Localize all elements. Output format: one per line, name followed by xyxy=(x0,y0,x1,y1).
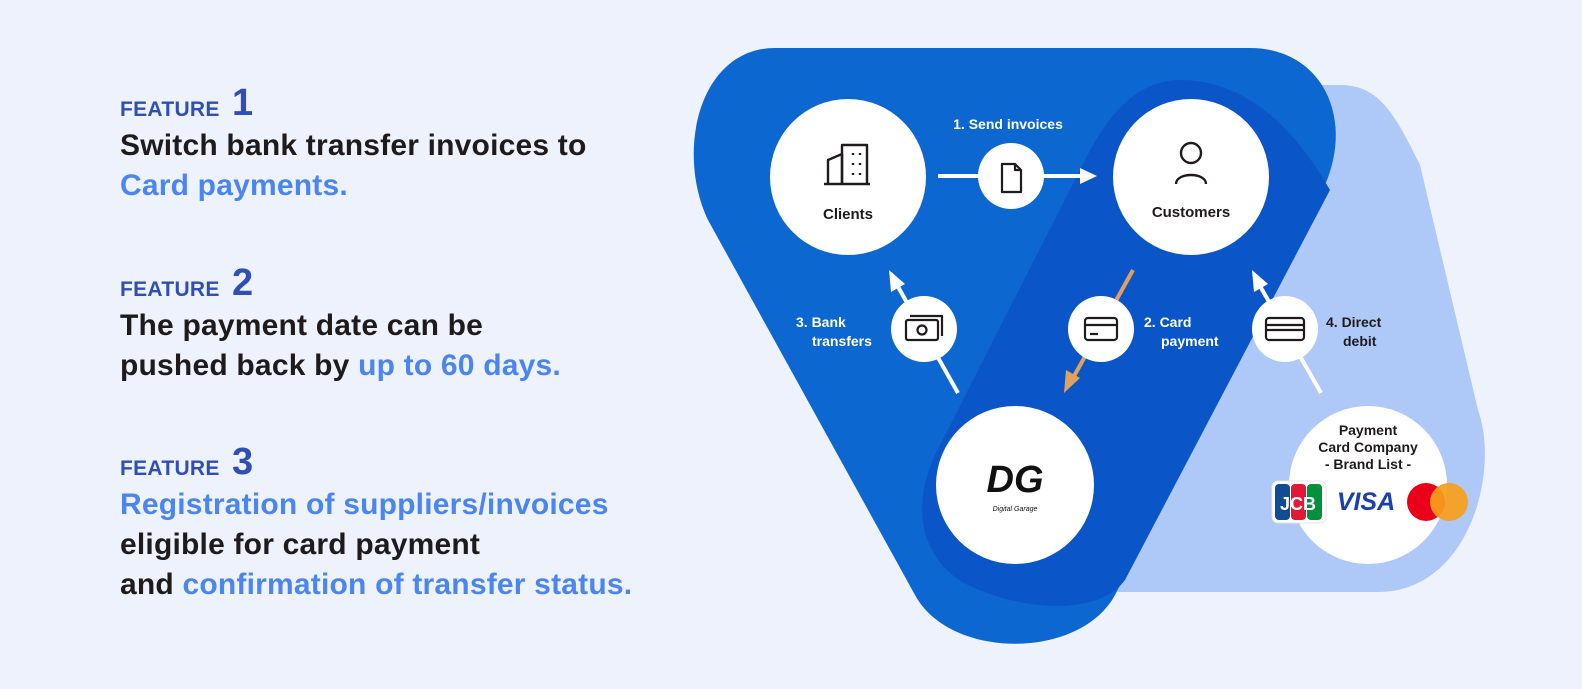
clients-label: Clients xyxy=(823,206,873,223)
mastercard-logo xyxy=(1407,483,1468,521)
bank-transfers-label: transfers xyxy=(812,333,872,349)
digital-garage-caption: Digital Garage xyxy=(993,506,1038,513)
visa-logo: VISA xyxy=(1337,488,1395,516)
person-icon xyxy=(1174,141,1208,185)
feature-text: The payment date can be xyxy=(120,309,484,342)
feature-1: FEATURE 1 Switch bank transfer invoices … xyxy=(120,78,720,206)
building-icon xyxy=(824,143,870,186)
send-invoices-label: 1. Send invoices xyxy=(953,116,1063,132)
send-invoices-icon-circle xyxy=(978,143,1044,209)
feature-highlight: Registration of suppliers/invoices xyxy=(120,488,609,521)
card-payment-arrowhead xyxy=(1064,370,1080,393)
feature-number: 2 xyxy=(232,262,254,304)
feature-number: 1 xyxy=(232,82,254,124)
jcb-logo: JCB xyxy=(1271,480,1327,524)
direct-debit-label: 4. Direct xyxy=(1326,314,1382,330)
brand-list-label: - Brand List - xyxy=(1325,456,1412,472)
direct-debit-label: debit xyxy=(1343,333,1377,349)
credit-card-icon xyxy=(1083,316,1119,342)
feature-text: eligible for card payment xyxy=(120,528,481,561)
payment-card-company-node xyxy=(1289,406,1447,564)
card-payment-label: 2. Card xyxy=(1144,314,1191,330)
bank-transfers-arrowhead xyxy=(889,270,905,292)
document-icon xyxy=(1000,162,1023,194)
digital-garage-logo: DG xyxy=(987,459,1044,501)
clients-node xyxy=(770,99,926,255)
feature-description: Switch bank transfer invoices to Card pa… xyxy=(120,126,720,206)
feature-highlight: up to 60 days. xyxy=(358,349,561,382)
card-payment-label: payment xyxy=(1161,333,1219,349)
feature-text: Switch bank transfer invoices to xyxy=(120,129,587,162)
feature-number: 3 xyxy=(232,441,254,483)
feature-label: FEATURE xyxy=(120,278,220,301)
feature-text: and xyxy=(120,568,183,601)
feature-label: FEATURE xyxy=(120,98,220,121)
send-invoices-arrowhead xyxy=(1080,168,1097,184)
payment-card-company-label: Payment xyxy=(1339,422,1398,438)
customers-label: Customers xyxy=(1152,204,1230,221)
feature-2: FEATURE 2 The payment date can be pushed… xyxy=(120,258,720,386)
payment-card-company-label: Card Company xyxy=(1318,439,1418,455)
feature-description: Registration of suppliers/invoices eligi… xyxy=(120,485,720,605)
digital-garage-node xyxy=(936,406,1094,564)
credit-card-icon xyxy=(1264,316,1306,342)
feature-3: FEATURE 3 Registration of suppliers/invo… xyxy=(120,437,720,605)
feature-highlight: Card payments. xyxy=(120,169,348,202)
bank-transfers-icon-circle xyxy=(891,296,957,362)
feature-label: FEATURE xyxy=(120,457,220,480)
bank-transfers-label: 3. Bank xyxy=(796,314,846,330)
card-payment-icon-circle xyxy=(1068,296,1134,362)
customers-node xyxy=(1113,99,1269,255)
feature-description: The payment date can be pushed back by u… xyxy=(120,306,720,386)
jcb-text: JCB xyxy=(1280,494,1316,514)
banknote-icon xyxy=(904,314,944,342)
feature-highlight: confirmation of transfer status. xyxy=(182,568,633,601)
direct-debit-arrowhead xyxy=(1252,270,1268,292)
feature-text: pushed back by xyxy=(120,349,359,382)
